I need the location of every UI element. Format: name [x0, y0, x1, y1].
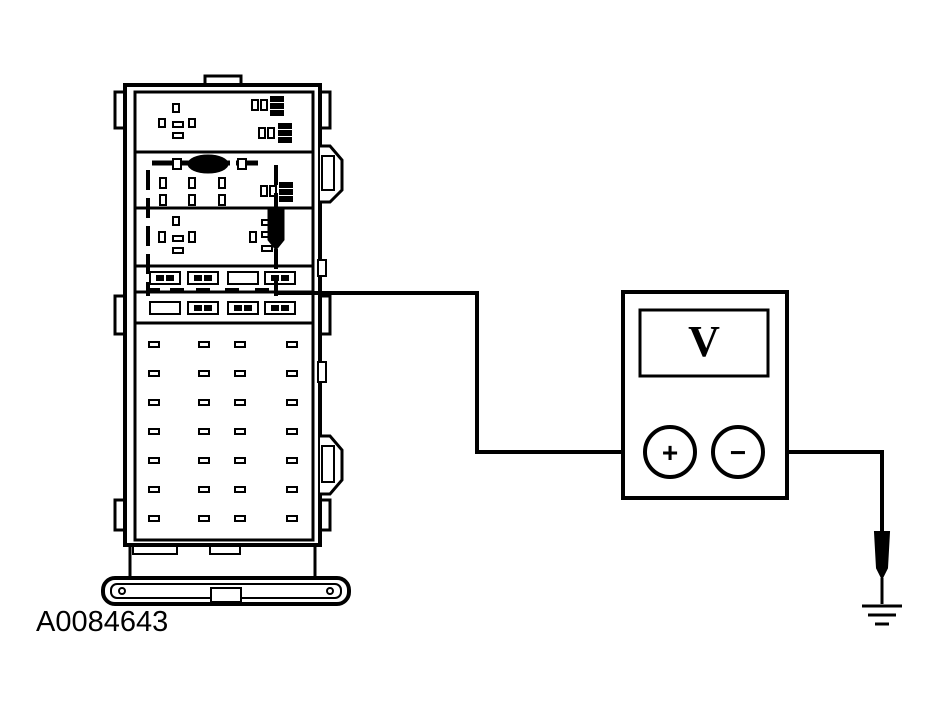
figure-id: A0084643	[36, 606, 169, 638]
positive-terminal	[643, 425, 697, 479]
terminal-slot	[234, 341, 246, 348]
terminal-slot	[198, 486, 210, 493]
terminal-slot	[198, 457, 210, 464]
terminal-slot	[148, 370, 160, 377]
upper-components	[158, 96, 293, 254]
terminal-slot	[198, 399, 210, 406]
negative-terminal	[711, 425, 765, 479]
terminal-slot	[234, 515, 246, 522]
minus-icon: −	[730, 437, 746, 468]
terminal-slot	[286, 515, 298, 522]
terminal-slot	[286, 341, 298, 348]
fuse-dashes	[150, 288, 269, 291]
terminal-slot	[286, 370, 298, 377]
fuse-row-upper	[149, 271, 296, 285]
terminal-slot	[286, 457, 298, 464]
terminal-slot	[234, 370, 246, 377]
terminal-slot	[286, 428, 298, 435]
terminal-slot	[198, 370, 210, 377]
ground-icon	[862, 604, 902, 626]
ground-probe	[873, 531, 891, 604]
voltmeter: V + −	[621, 290, 789, 500]
highlighted-circuit	[146, 154, 285, 296]
terminal-slot	[198, 428, 210, 435]
terminal-slot	[234, 399, 246, 406]
terminal-slot	[148, 457, 160, 464]
terminal-slot	[234, 428, 246, 435]
terminal-slot	[198, 515, 210, 522]
terminal-slot	[148, 341, 160, 348]
terminal-grid	[148, 341, 298, 522]
fuse-row-lower	[149, 301, 296, 315]
positive-lead	[276, 291, 645, 454]
terminal-slot	[234, 457, 246, 464]
terminal-slot	[148, 486, 160, 493]
terminal-slot	[286, 486, 298, 493]
junction-box	[101, 74, 351, 606]
terminal-slot	[198, 341, 210, 348]
terminal-slot	[148, 428, 160, 435]
terminal-slot	[148, 515, 160, 522]
meter-display	[638, 308, 770, 378]
negative-lead	[764, 450, 884, 540]
terminal-slot	[286, 399, 298, 406]
terminal-slot	[234, 486, 246, 493]
voltage-symbol: V	[688, 317, 720, 366]
terminal-slot	[148, 399, 160, 406]
test-leads	[276, 291, 884, 540]
plus-icon: +	[662, 437, 678, 468]
